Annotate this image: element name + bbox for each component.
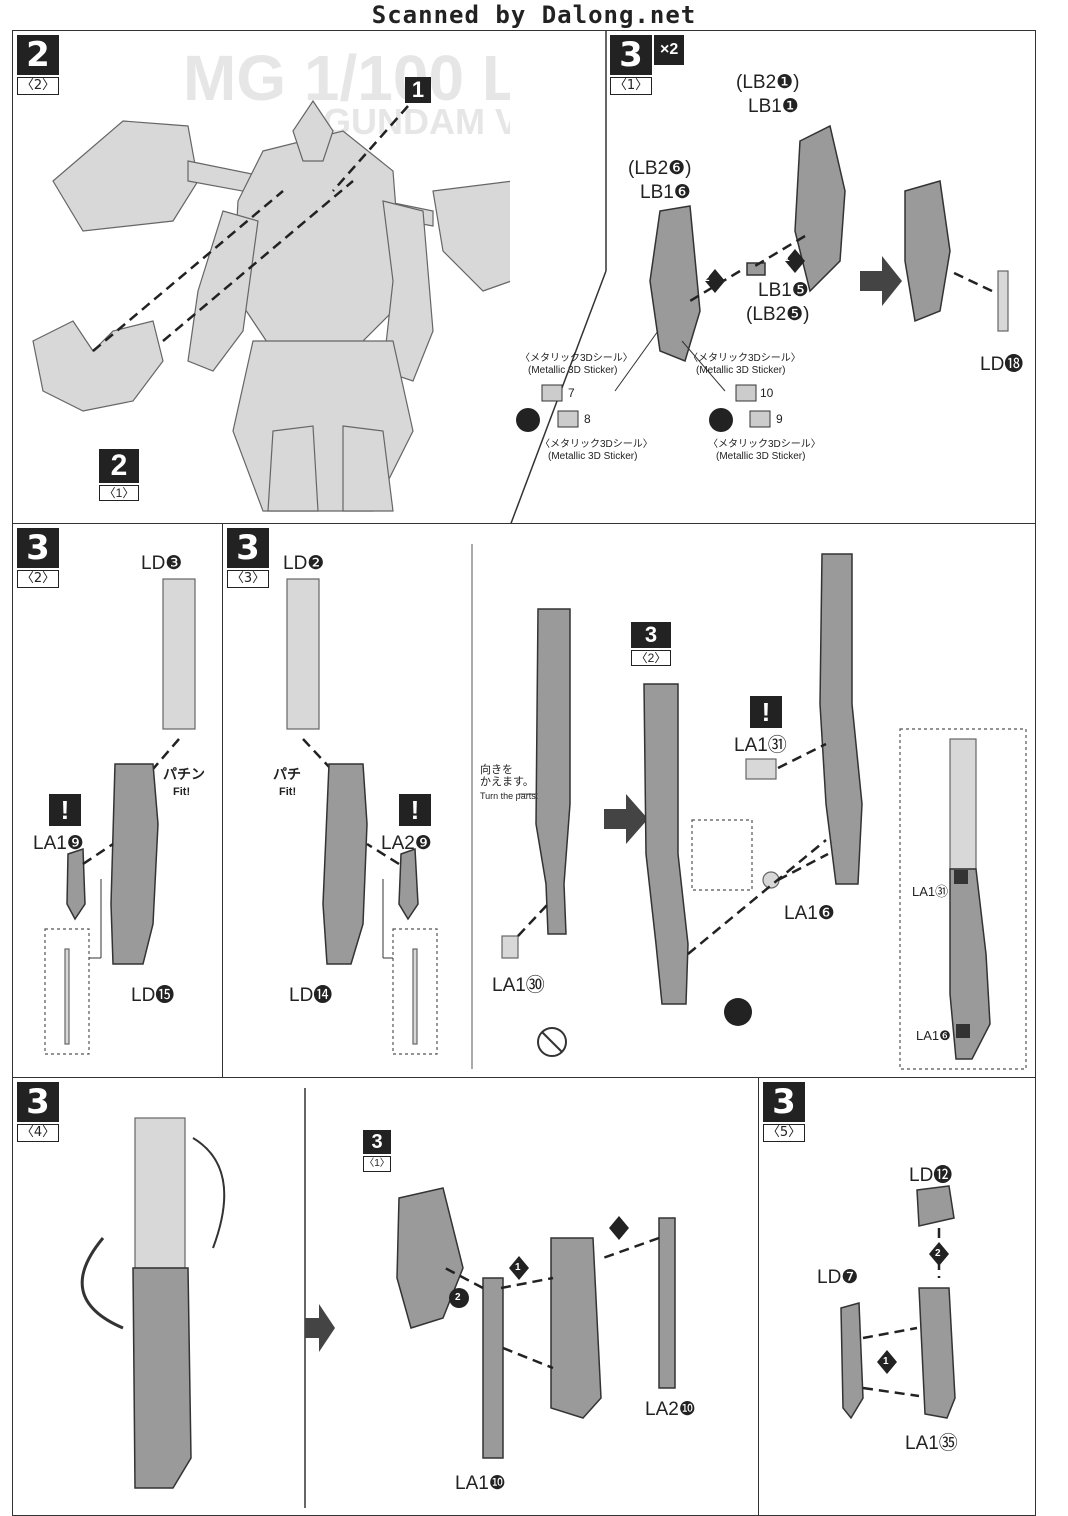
sticker-caption-jp-2: 〈メタリック3Dシール〉 [540,439,653,450]
step-sub: 〈2〉 [17,77,59,95]
label-ld3: LD❸ [141,553,183,574]
detail-label-la1-31: LA1㉛ [912,884,949,899]
step-3-5-illustration [840,1185,956,1420]
label-ld2: LD❷ [283,553,325,574]
ref-badge-3-1: 3 〈1〉 [363,1130,391,1172]
label-ld15: LD⓯ [131,985,175,1006]
step-3-4-illustration [80,1088,676,1508]
label-ld7: LD❼ [817,1267,859,1288]
ref-number: 2 [99,449,139,483]
step-number: 3 [610,35,652,75]
step-number: 2 [17,35,59,75]
order-marker-1: 1 [515,1262,521,1273]
ref-sub: 〈2〉 [631,650,671,666]
panel-step-3-1: 3 〈1〉 ×2 (LB2❶) LB1❶ (LB2❻) LB1❻ LB1❺ (L… [510,30,1036,525]
order-marker-2: 2 [455,1292,461,1303]
sticker-10: 10 [760,386,774,400]
step-3-1-illustration [510,31,1009,524]
step-badge: 3 〈2〉 [17,528,59,588]
sticker-caption-jp-4: 〈メタリック3Dシール〉 [708,439,821,450]
panel-step-3-rifle: 向きを かえます。 Turn the parts. LA1㉚ 3 〈2〉 ! L… [466,523,1036,1079]
step-number: 3 [763,1082,805,1122]
sticker-caption-en-2: (Metallic 3D Sticker) [548,451,638,462]
step-sub: 〈5〉 [763,1124,805,1142]
order-marker-2: 2 [935,1248,941,1259]
order-marker-1: 1 [784,253,790,264]
label-la1-10: LA1❿ [455,1473,506,1494]
label-ld14: LD⓮ [289,985,333,1006]
step-badge: 3 〈3〉 [227,528,269,588]
turn-instruction-en: Turn the parts. [480,791,539,801]
sticker-caption-jp-3: 〈メタリック3Dシール〉 [688,353,801,364]
ref-sub: 〈1〉 [363,1156,391,1172]
panel-step-3-4: 3 〈4〉 3 〈1〉 LA1❿ LA2❿ 1 [12,1077,760,1516]
ref-badge-1: 1 [405,77,445,103]
ref-number: 3 [363,1130,391,1154]
ref-number: 3 [631,622,671,648]
panel-step-3-3: 3 〈3〉 LD❷ ! LA2❾ LD⓮ パチ Fit! [222,523,468,1079]
step-3-2-illustration [44,578,196,1055]
step-number: 3 [227,528,269,568]
label-lb1-5: LB1❺ [758,280,809,301]
label-ld12: LD⓬ [909,1165,953,1186]
step-sub: 〈1〉 [610,77,652,95]
fit-label: Fit! [279,786,297,798]
fit-label: Fit! [173,786,191,798]
rifle-illustration [471,544,1027,1070]
sticker-7: 7 [568,386,575,400]
step-badge: 3 〈1〉 [610,35,652,95]
step-badge: 2 〈2〉 [17,35,59,95]
label-la2-9: LA2❾ [381,833,432,854]
warning-icon: ! [750,696,782,728]
panel-step-3-5: 3 〈5〉 LD⓬ LD❼ LA1㉟ 2 1 [758,1077,1036,1516]
step-sub: 〈3〉 [227,570,269,588]
ref-badge-3-2: 3 〈2〉 [631,622,671,666]
label-ld18: LD⓲ [980,354,1024,375]
sticker-8: 8 [584,412,591,426]
ref-number: 1 [405,77,431,103]
detail-label-la1-6: LA1❻ [916,1028,951,1043]
label-lb2-5: (LB2❺) [746,304,810,325]
step-sub: 〈2〉 [17,570,59,588]
warning-icon: ! [49,794,81,826]
multiplier-badge: ×2 [654,35,685,65]
instruction-page: MG 1/100 LIGHTNING STRIKER GUNDAM Ver.RM… [12,30,1036,1516]
order-marker-2: 2 [704,273,710,284]
fit-sound-jp: パチ [273,766,301,782]
step-sub: 〈4〉 [17,1124,59,1142]
step-badge: 3 〈4〉 [17,1082,59,1142]
sticker-caption-en-4: (Metallic 3D Sticker) [716,451,806,462]
step-badge: 3 〈5〉 [763,1082,805,1142]
label-lb1-1: LB1❶ [748,96,799,117]
sticker-caption-jp: 〈メタリック3Dシール〉 [520,353,633,364]
ref-badge-2-1: 2 〈1〉 [99,449,139,501]
sticker-caption-en-3: (Metallic 3D Sticker) [696,365,786,376]
label-lb2-6: (LB2❻) [628,158,692,179]
step-number: 3 [17,528,59,568]
warning-icon: ! [399,794,431,826]
scan-credit: Scanned by Dalong.net [371,1,697,29]
label-lb2-1: (LB2❶) [736,72,800,93]
label-la1-9: LA1❾ [33,833,84,854]
step-3-3-illustration [286,578,438,1055]
fit-sound-jp: パチン [163,766,205,782]
sticker-9: 9 [776,412,783,426]
order-marker-1: 1 [883,1356,889,1367]
label-la1-6: LA1❻ [784,903,835,924]
turn-instruction-jp-1: 向きを [480,764,513,776]
label-lb1-6: LB1❻ [640,182,691,203]
label-la2-10: LA2❿ [645,1399,696,1420]
panel-step-3-2: 3 〈2〉 LD❸ ! LA1❾ LD⓯ パチン Fit! [12,523,224,1079]
sticker-caption-en: (Metallic 3D Sticker) [528,365,618,376]
turn-instruction-jp-2: かえます。 [480,776,534,788]
label-la1-31: LA1㉛ [734,735,787,756]
ref-sub: 〈1〉 [99,485,139,501]
step-number: 3 [17,1082,59,1122]
label-la1-30: LA1㉚ [492,975,545,996]
label-la1-35: LA1㉟ [905,1433,958,1454]
